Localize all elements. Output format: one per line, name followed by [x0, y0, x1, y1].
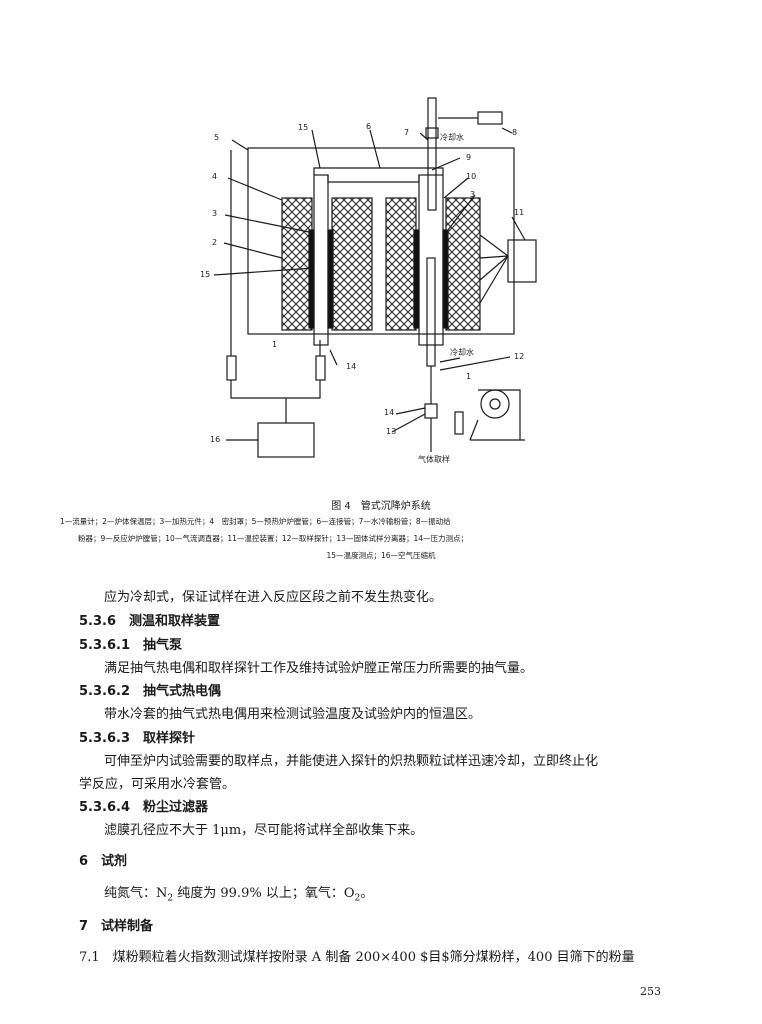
- label-14-left: 14: [384, 408, 395, 417]
- label-15-top: 15: [298, 123, 309, 132]
- label-3-left: 3: [212, 209, 218, 218]
- right-insulation: [385, 197, 417, 331]
- vibrating-feeder: [477, 111, 503, 125]
- label-cooling-water-top: 冷却水: [440, 133, 464, 142]
- figure-title: 图 4 管式沉降炉系统: [331, 501, 431, 512]
- outer-housing: [247, 147, 515, 335]
- paragraph-5-3-6-1: 满足抽气热电偶和取样探针工作及维持试验炉膛正常压力所需要的抽气量。: [104, 661, 534, 676]
- paragraph-5-3-6-4: 滤膜孔径应不大于 1μm，尽可能将试样全部收集下来。: [104, 823, 424, 838]
- reagent-nitrogen-label: 纯氮气：N: [104, 886, 168, 901]
- flowmeter-left: [226, 355, 237, 381]
- subscript-2: 2: [354, 893, 361, 904]
- label-13: 13: [386, 427, 397, 436]
- label-11: 11: [514, 208, 525, 217]
- solid-separator: [424, 403, 438, 419]
- label-gas-sampling: 气体取样: [418, 455, 450, 464]
- feed-pipe: [427, 97, 437, 211]
- heading-5-3-6-4: 5.3.6.4 粉尘过滤器: [79, 800, 208, 815]
- blower: [480, 389, 510, 419]
- label-6: 6: [366, 122, 372, 131]
- label-14-mid: 14: [346, 362, 357, 371]
- label-5: 5: [214, 133, 220, 142]
- paragraph-5-3-6-2: 带水冷套的抽气式热电偶用来检测试验温度及试验炉内的恒温区。: [104, 707, 482, 722]
- heading-5-3-6: 5.3.6 测温和取样装置: [79, 614, 221, 629]
- temperature-controller: [507, 239, 537, 283]
- preheat-tube: [313, 174, 329, 346]
- figure-legend-line-1: 1—流量计；2—炉体保温层；3—加热元件；4 密封罩；5—预热炉炉膛管；6—连接…: [60, 517, 451, 526]
- label-12: 12: [514, 352, 525, 361]
- label-9: 9: [466, 153, 472, 162]
- connecting-tube: [313, 167, 444, 183]
- tube-furnace-diagram: [213, 97, 537, 458]
- right-insulation-outer: [445, 197, 481, 331]
- reagent-oxygen-label: 纯度为 99.9% 以上；氧气：O: [173, 886, 355, 901]
- air-compressor: [257, 422, 315, 458]
- label-1-mid: 1: [272, 340, 278, 349]
- flowmeter-mid: [315, 355, 326, 381]
- period: 。: [360, 886, 374, 901]
- heading-7: 7 试样制备: [79, 919, 154, 934]
- label-15-left: 15: [200, 270, 211, 279]
- label-3-right: 3: [470, 190, 476, 199]
- label-16: 16: [210, 435, 221, 444]
- heading-5-3-6-1: 5.3.6.1 抽气泵: [79, 638, 182, 653]
- page-number: 253: [640, 985, 661, 998]
- subscript-2: 2: [167, 893, 174, 904]
- sampling-probe: [426, 257, 436, 367]
- label-4: 4: [212, 172, 218, 181]
- paragraph-6: 纯氮气：N2 纯度为 99.9% 以上；氧气：O2。: [104, 886, 373, 907]
- left-insulation: [281, 197, 313, 331]
- label-2: 2: [212, 238, 218, 247]
- paragraph-5-3-6-3-line-1: 可伸至炉内试验需要的取样点，并能使进入探针的炽热颗粒试样迅速冷却，立即终止化: [104, 754, 599, 769]
- paragraph-cooling: 应为冷却式，保证试样在进入反应区段之前不发生热变化。: [104, 590, 443, 605]
- heading-5-3-6-2: 5.3.6.2 抽气式热电偶: [79, 684, 221, 699]
- label-8: 8: [512, 128, 518, 137]
- label-10: 10: [466, 172, 477, 181]
- label-7: 7: [404, 128, 410, 137]
- label-1-low: 1: [466, 372, 472, 381]
- figure-legend-line-2: 粉器；9—反应炉炉膛管；10—气流调直器；11—温控装置；12—取样探针；13—…: [78, 534, 468, 543]
- paragraph-5-3-6-3-line-2: 学反应，可采用水冷套管。: [79, 777, 236, 792]
- left-insulation-inner: [331, 197, 373, 331]
- reaction-tube: [418, 174, 444, 346]
- label-cooling-water-mid: 冷却水: [450, 348, 474, 357]
- paragraph-7-1: 7.1 煤粉颗粒着火指数测试煤样按附录 A 制备 200×400 $目$筛分煤粉…: [79, 950, 635, 965]
- figure-legend-line-3: 15—温度测点；16—空气压缩机: [326, 551, 436, 560]
- heading-5-3-6-3: 5.3.6.3 取样探针: [79, 731, 195, 746]
- heading-6: 6 试剂: [79, 854, 128, 869]
